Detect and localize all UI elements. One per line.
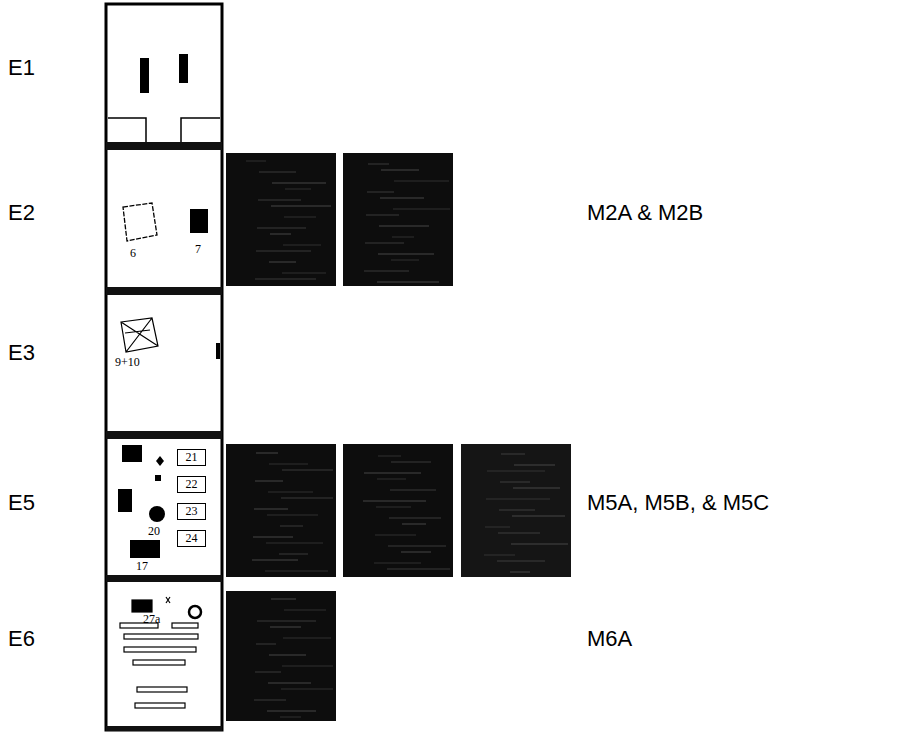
numbered-box: 24 [177, 530, 206, 547]
separator [106, 575, 222, 582]
callout-number: 20 [148, 524, 160, 539]
box-number: 24 [186, 531, 198, 546]
box-number: 22 [186, 477, 198, 492]
numbered-box: 21 [177, 449, 206, 466]
callout-number: 9+10 [115, 355, 140, 370]
callout-number: 17 [136, 559, 148, 574]
strip-outline [106, 4, 222, 730]
photo-label: M2A & M2B [587, 200, 703, 226]
panel-sketch [123, 203, 208, 241]
photograph [226, 153, 571, 721]
panel-heading: E1 [8, 55, 35, 81]
photo-label: M6A [587, 626, 632, 652]
callout-number: 7 [195, 242, 201, 257]
separator [106, 142, 222, 150]
panel: E2 [108, 150, 220, 287]
panel-heading: E2 [8, 200, 35, 226]
numbered-box: 22 [177, 476, 206, 493]
panel-sketch [120, 597, 201, 708]
panel: E521222324 [108, 439, 220, 575]
panel: E1 [108, 6, 220, 142]
panel: E6 [108, 582, 220, 726]
separator [106, 287, 222, 295]
callout-number: 6 [130, 246, 136, 261]
photo-label: M5A, M5B, & M5C [587, 490, 769, 516]
box-number: 21 [186, 450, 198, 465]
photo-texture [246, 161, 568, 717]
panel-heading: E3 [8, 340, 35, 366]
panel-sketch [118, 445, 165, 558]
panel-sketch [108, 54, 220, 142]
panel-heading: E6 [8, 626, 35, 652]
panel-sketch [121, 318, 220, 359]
box-number: 23 [186, 504, 198, 519]
panel-heading: E5 [8, 490, 35, 516]
separator [106, 726, 222, 731]
numbered-box: 23 [177, 503, 206, 520]
callout-number: 27a [143, 612, 160, 627]
separator [106, 431, 222, 439]
